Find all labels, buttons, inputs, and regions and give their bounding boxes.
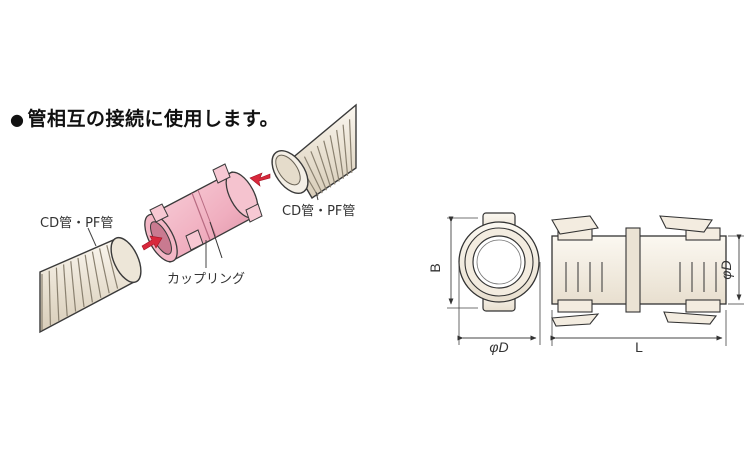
pipe-left bbox=[39, 236, 142, 334]
pipe-rib bbox=[329, 135, 340, 182]
pipe-rib bbox=[316, 145, 332, 188]
pipe-rib bbox=[310, 151, 328, 191]
bullet-icon: ● bbox=[10, 110, 25, 129]
pipe-rib bbox=[348, 119, 353, 173]
pipe-rib bbox=[91, 251, 102, 298]
label-pipe-left: CD管・PF管 bbox=[40, 216, 114, 231]
pipe-rib bbox=[99, 248, 110, 294]
coupling-part bbox=[144, 163, 263, 263]
leader-pipe-left bbox=[87, 227, 97, 247]
side-dims bbox=[550, 234, 744, 346]
insert-arrow-right bbox=[249, 172, 271, 187]
pipe-rib bbox=[48, 270, 51, 326]
leader-pipe-right bbox=[315, 191, 319, 201]
dim-label-l: L bbox=[635, 339, 643, 355]
pipe-rib bbox=[84, 254, 93, 303]
label-pipe-right: CD管・PF管 bbox=[282, 204, 356, 219]
pipe-rib bbox=[342, 124, 349, 176]
side-view bbox=[551, 215, 727, 327]
front-dims bbox=[447, 216, 541, 345]
front-view bbox=[458, 212, 540, 312]
dim-label-front-diameter: φD bbox=[489, 339, 508, 355]
pipe-rib bbox=[303, 156, 323, 194]
pipe-rib bbox=[55, 267, 60, 321]
pipe-rib bbox=[336, 129, 344, 179]
insert-arrow-left bbox=[141, 235, 163, 251]
pipe-right bbox=[271, 103, 357, 200]
label-coupling: カップリング bbox=[167, 272, 246, 287]
pipe-rib bbox=[70, 261, 77, 312]
pipe-rib bbox=[77, 257, 85, 308]
dim-label-b: B bbox=[427, 263, 443, 272]
usage-heading-text: 管相互の接続に使用します。 bbox=[27, 108, 280, 130]
dim-label-side-diameter: φD bbox=[718, 260, 734, 279]
pipe-rib bbox=[323, 140, 336, 185]
usage-heading: ●管相互の接続に使用します。 bbox=[10, 104, 279, 131]
pipe-rib bbox=[63, 264, 68, 317]
pipe-rib bbox=[106, 245, 119, 289]
